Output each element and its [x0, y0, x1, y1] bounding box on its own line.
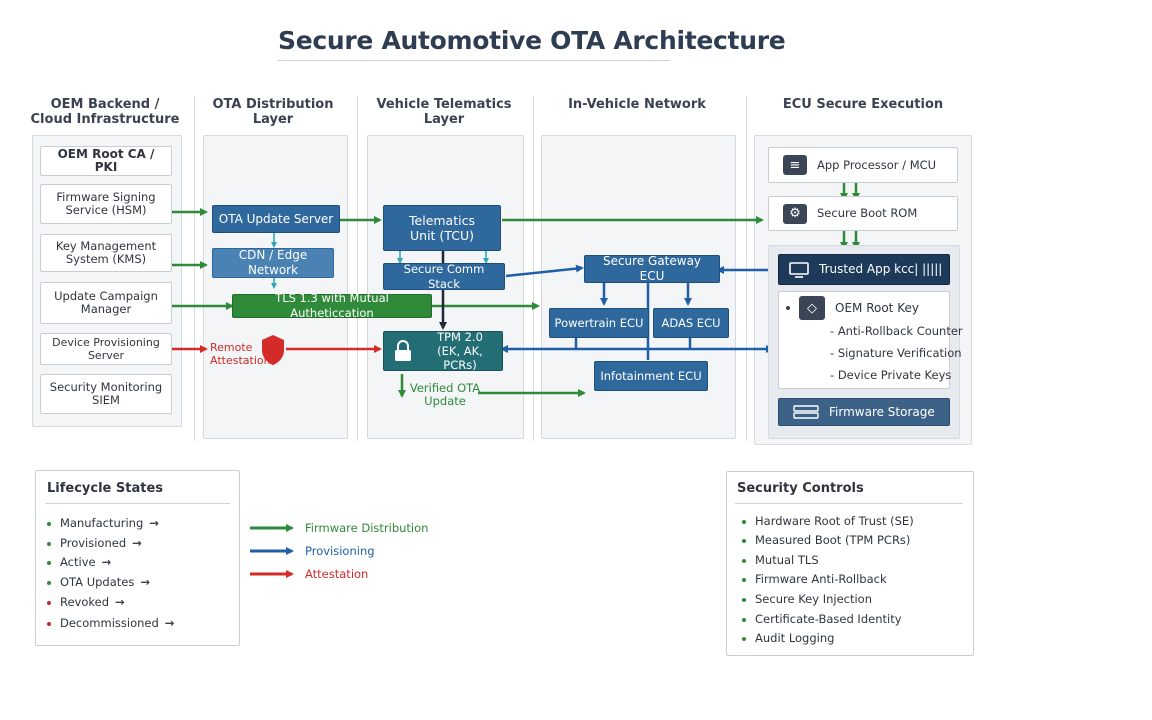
arrow-right-icon: →: [164, 616, 175, 630]
page-title: Secure Automotive OTA Architecture: [278, 26, 786, 55]
firmware-storage-box[interactable]: Firmware Storage: [778, 398, 950, 426]
security-controls-title: Security Controls: [737, 481, 864, 496]
shield-icon: [262, 335, 284, 365]
firmware-signing-box[interactable]: Firmware Signing Service (HSM): [40, 184, 172, 224]
arrow-right-icon: →: [115, 595, 125, 609]
powertrain-ecu[interactable]: Powertrain ECU: [549, 308, 649, 338]
security-control-item: Certificate-Based Identity: [742, 612, 902, 626]
column-separator: [194, 96, 195, 441]
remote-attestation-label: Remote Attestation: [210, 341, 271, 367]
column-header-network: In-Vehicle Network: [568, 97, 706, 112]
column-header-ecu: ECU Secure Execution: [782, 97, 944, 112]
security-controls-box: [726, 471, 974, 656]
adas-ecu[interactable]: ADAS ECU: [653, 308, 729, 338]
tcu-label: Telematics Unit (TCU): [409, 213, 475, 243]
lifecycle-item-label: Revoked: [60, 595, 110, 609]
network-panel: [541, 135, 736, 439]
lifecycle-item-label: Decommissioned: [60, 616, 159, 630]
device-private-keys-item: - Device Private Keys: [830, 368, 952, 382]
security-control-item: Firmware Anti-Rollback: [742, 572, 887, 586]
security-control-item: Secure Key Injection: [742, 592, 872, 606]
oem-root-key-row: ◇ OEM Root Key: [786, 296, 919, 320]
key-diamond-icon: ◇: [799, 296, 825, 320]
monitor-icon: [789, 261, 809, 278]
verified-ota-label: Verified OTA Update: [409, 381, 481, 408]
lifecycle-item: Active →: [47, 555, 111, 569]
tpm-subtitle: (EK, AK, PCRs): [437, 344, 483, 372]
legend-item-label: Firmware Distribution: [305, 521, 429, 535]
signature-verification-item: - Signature Verification: [830, 346, 962, 360]
secure-boot-label: Secure Boot ROM: [817, 206, 918, 220]
lifecycle-item-label: Manufacturing: [60, 516, 144, 530]
column-header-backend: OEM Backend / Cloud Infrastructure: [30, 97, 180, 127]
lifecycle-states-box: [35, 470, 240, 646]
secure-boot-rom-box[interactable]: ⚙ Secure Boot ROM: [768, 196, 958, 231]
lifecycle-title: Lifecycle States: [47, 481, 164, 496]
secure-gateway-ecu[interactable]: Secure Gateway ECU: [584, 254, 720, 283]
storage-icon: [793, 405, 819, 419]
title-divider: [278, 60, 670, 61]
legend-item-label: Provisioning: [305, 544, 375, 558]
trusted-app-box[interactable]: Trusted App kcc| |||||: [778, 254, 950, 285]
app-processor-box[interactable]: ≡ App Processor / MCU: [768, 147, 958, 183]
distribution-panel: [203, 135, 348, 439]
lifecycle-item: Provisioned →: [47, 536, 142, 550]
security-control-item: Hardware Root of Trust (SE): [742, 514, 914, 528]
app-processor-label: App Processor / MCU: [817, 157, 937, 172]
lifecycle-item: Manufacturing →: [47, 516, 159, 530]
column-header-telematics: Vehicle Telematics Layer: [376, 97, 512, 127]
siem-box[interactable]: Security Monitoring SIEM: [40, 374, 172, 414]
column-header-distribution: OTA Distribution Layer: [212, 97, 334, 127]
oem-root-key-label: OEM Root Key: [835, 301, 919, 315]
lock-icon: [395, 340, 411, 361]
arrow-right-icon: →: [132, 536, 142, 550]
tls-mutual-auth[interactable]: TLS 1.3 with Mutual Autheticcation: [232, 291, 432, 320]
gears-icon: ⚙: [783, 203, 807, 224]
provisioning-server-box[interactable]: Device Provisioning Server: [40, 333, 172, 365]
anti-rollback-item: - Anti-Rollback Counter: [830, 324, 963, 338]
arrow-right-icon: →: [101, 555, 112, 569]
telematics-unit[interactable]: Telematics Unit (TCU): [383, 205, 501, 251]
tpm-title: TPM 2.0: [437, 330, 483, 344]
column-separator: [746, 96, 747, 441]
ota-update-server[interactable]: OTA Update Server: [212, 205, 340, 233]
security-control-item: Audit Logging: [742, 631, 834, 645]
lifecycle-item-label: Provisioned: [60, 536, 127, 550]
kms-box[interactable]: Key Management System (KMS): [40, 234, 172, 272]
lifecycle-item: Revoked →: [47, 595, 125, 609]
lifecycle-item: Decommissioned →: [47, 616, 174, 630]
lifecycle-item-label: OTA Updates: [60, 575, 135, 589]
tpm-module[interactable]: TPM 2.0 (EK, AK, PCRs): [383, 330, 503, 372]
arrow-right-icon: →: [149, 516, 159, 530]
security-control-item: Measured Boot (TPM PCRs): [742, 533, 910, 547]
root-ca-box[interactable]: OEM Root CA / PKI: [40, 146, 172, 176]
campaign-manager-box[interactable]: Update Campaign Manager: [40, 282, 172, 324]
lifecycle-item: OTA Updates →: [47, 575, 150, 589]
column-separator: [533, 96, 534, 441]
infotainment-ecu[interactable]: Infotainment ECU: [594, 361, 708, 391]
trusted-app-label: Trusted App kcc| |||||: [819, 262, 943, 276]
arrow-right-icon: →: [140, 575, 150, 589]
column-separator: [357, 96, 358, 441]
security-control-item: Mutual TLS: [742, 553, 819, 567]
legend-item-label: Attestation: [305, 567, 369, 581]
firmware-storage-label: Firmware Storage: [829, 404, 935, 419]
secure-comm-stack[interactable]: Secure Comm Stack: [383, 262, 505, 291]
lifecycle-item-label: Active: [60, 555, 96, 569]
server-icon: ≡: [783, 155, 807, 175]
cdn-edge-network[interactable]: CDN / Edge Network: [212, 248, 334, 278]
